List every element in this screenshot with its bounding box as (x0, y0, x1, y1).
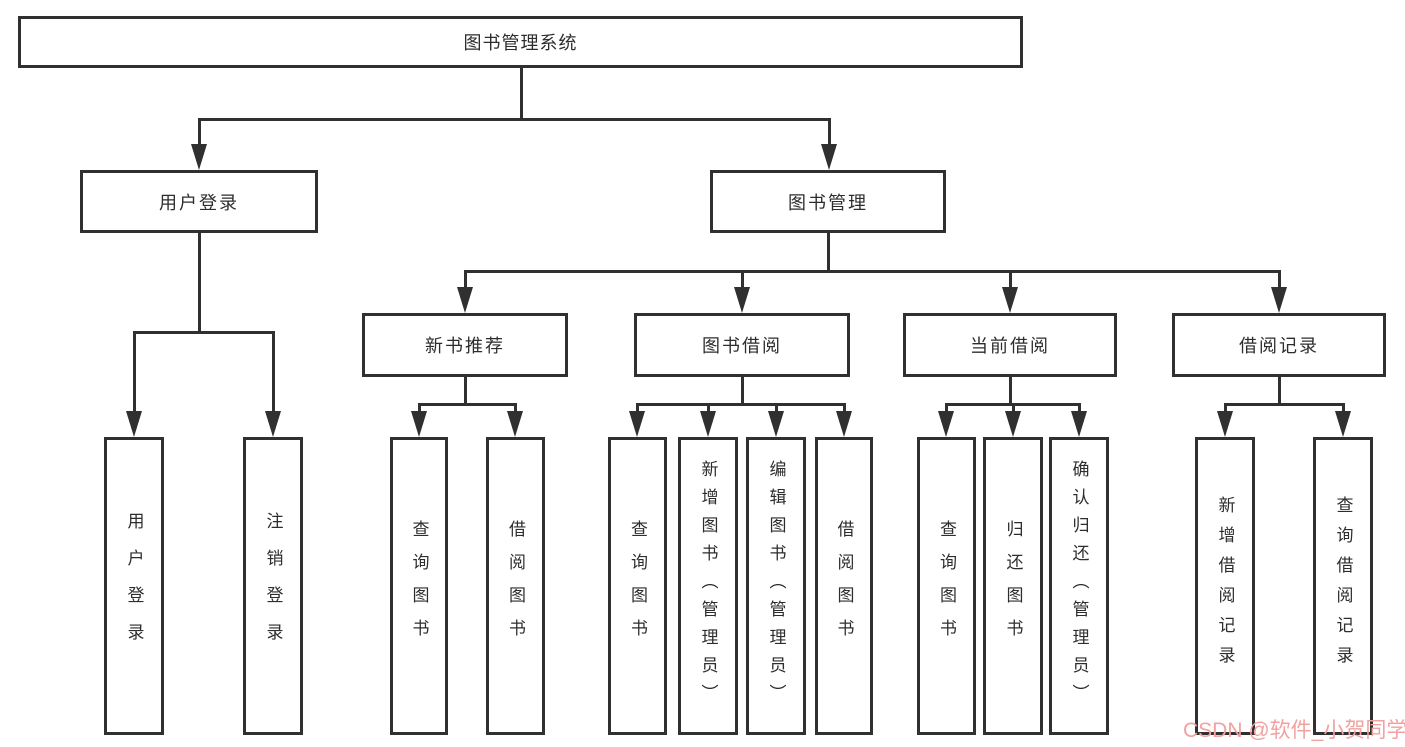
connector-hline (134, 331, 274, 334)
arrow-down-icon (938, 411, 954, 437)
arrow-down-icon (1271, 287, 1287, 313)
arrow-down-icon (507, 411, 523, 437)
arrow-down-icon (191, 144, 207, 170)
leaf-user-login-label: 用户登录 (124, 512, 144, 660)
connector-vline (197, 233, 201, 334)
leaf-confirm-return: 确认归还（管理员） (1049, 437, 1109, 735)
leaf-edit-book: 编辑图书（管理员） (746, 437, 806, 735)
connector-vline (1008, 377, 1012, 406)
leaf-logout-label: 注销登录 (263, 512, 283, 660)
connector-vline (740, 377, 744, 406)
node-current-borrow-label: 当前借阅 (970, 336, 1050, 356)
arrow-down-icon (1217, 411, 1233, 437)
connector-arrow-shaft (132, 331, 136, 417)
node-book-borrow: 图书借阅 (634, 313, 850, 377)
node-book-mgmt: 图书管理 (710, 170, 946, 233)
leaf-query-record-label: 查询借阅记录 (1333, 496, 1353, 676)
leaf-user-login: 用户登录 (104, 437, 164, 735)
arrow-down-icon (821, 144, 837, 170)
node-borrow-records: 借阅记录 (1172, 313, 1386, 377)
node-current-borrow: 当前借阅 (903, 313, 1117, 377)
leaf-query-book-3-label: 查询图书 (937, 520, 956, 652)
connector-arrow-shaft (463, 270, 467, 293)
node-new-book-rec-label: 新书推荐 (425, 336, 505, 356)
connector-hline (465, 270, 1280, 273)
arrow-down-icon (411, 411, 427, 437)
connector-arrow-shaft (842, 403, 846, 417)
arrow-down-icon (457, 287, 473, 313)
leaf-borrow-book-1-label: 借阅图书 (506, 520, 525, 652)
arrow-down-icon (734, 287, 750, 313)
connector-arrow-shaft (197, 118, 201, 150)
connector-hline (637, 403, 844, 406)
connector-hline (419, 403, 516, 406)
connector-arrow-shaft (1223, 403, 1227, 417)
arrow-down-icon (1335, 411, 1351, 437)
connector-arrow-shaft (513, 403, 517, 417)
leaf-borrow-book-2: 借阅图书 (815, 437, 873, 735)
node-user-login: 用户登录 (80, 170, 318, 233)
leaf-query-book-2: 查询图书 (608, 437, 667, 735)
connector-arrow-shaft (1008, 270, 1012, 293)
connector-arrow-shaft (635, 403, 639, 417)
leaf-add-record-label: 新增借阅记录 (1215, 496, 1235, 676)
leaf-borrow-book-1: 借阅图书 (486, 437, 545, 735)
leaf-add-book: 新增图书（管理员） (678, 437, 738, 735)
connector-arrow-shaft (271, 331, 275, 417)
arrow-down-icon (1005, 411, 1021, 437)
leaf-query-book-3: 查询图书 (917, 437, 976, 735)
leaf-query-book-1: 查询图书 (390, 437, 448, 735)
leaf-query-book-1-label: 查询图书 (409, 520, 429, 652)
leaf-confirm-return-label: 确认归还（管理员） (1069, 460, 1089, 712)
connector-vline (463, 377, 467, 406)
leaf-query-record: 查询借阅记录 (1313, 437, 1373, 735)
connector-arrow-shaft (774, 403, 778, 417)
leaf-query-book-2-label: 查询图书 (628, 520, 647, 652)
arrow-down-icon (265, 411, 281, 437)
node-user-login-label: 用户登录 (159, 192, 239, 213)
connector-arrow-shaft (1077, 403, 1081, 417)
node-borrow-records-label: 借阅记录 (1239, 336, 1319, 356)
node-root: 图书管理系统 (18, 16, 1023, 68)
leaf-logout: 注销登录 (243, 437, 303, 735)
leaf-add-record: 新增借阅记录 (1195, 437, 1255, 735)
connector-arrow-shaft (944, 403, 948, 417)
arrow-down-icon (836, 411, 852, 437)
arrow-down-icon (1071, 411, 1087, 437)
connector-arrow-shaft (1341, 403, 1345, 417)
arrow-down-icon (126, 411, 142, 437)
arrow-down-icon (629, 411, 645, 437)
arrow-down-icon (700, 411, 716, 437)
connector-arrow-shaft (1277, 270, 1281, 293)
node-book-borrow-label: 图书借阅 (702, 336, 782, 356)
arrow-down-icon (768, 411, 784, 437)
connector-hline (199, 118, 831, 121)
leaf-add-book-label: 新增图书（管理员） (698, 460, 718, 712)
arrow-down-icon (1002, 287, 1018, 313)
connector-arrow-shaft (706, 403, 710, 417)
leaf-return-book: 归还图书 (983, 437, 1043, 735)
connector-arrow-shaft (740, 270, 744, 293)
connector-vline (826, 233, 830, 273)
connector-arrow-shaft (417, 403, 421, 417)
node-book-mgmt-label: 图书管理 (788, 192, 868, 213)
connector-hline (1225, 403, 1344, 406)
connector-vline (519, 68, 523, 121)
connector-arrow-shaft (827, 118, 831, 150)
leaf-borrow-book-2-label: 借阅图书 (834, 520, 854, 652)
leaf-return-book-label: 归还图书 (1003, 520, 1023, 652)
node-new-book-rec: 新书推荐 (362, 313, 568, 377)
connector-vline (1277, 377, 1281, 406)
node-root-label: 图书管理系统 (463, 33, 578, 53)
watermark: CSDN @软件_小贺同学 (1183, 719, 1405, 742)
connector-arrow-shaft (1011, 403, 1015, 417)
leaf-edit-book-label: 编辑图书（管理员） (766, 460, 786, 712)
